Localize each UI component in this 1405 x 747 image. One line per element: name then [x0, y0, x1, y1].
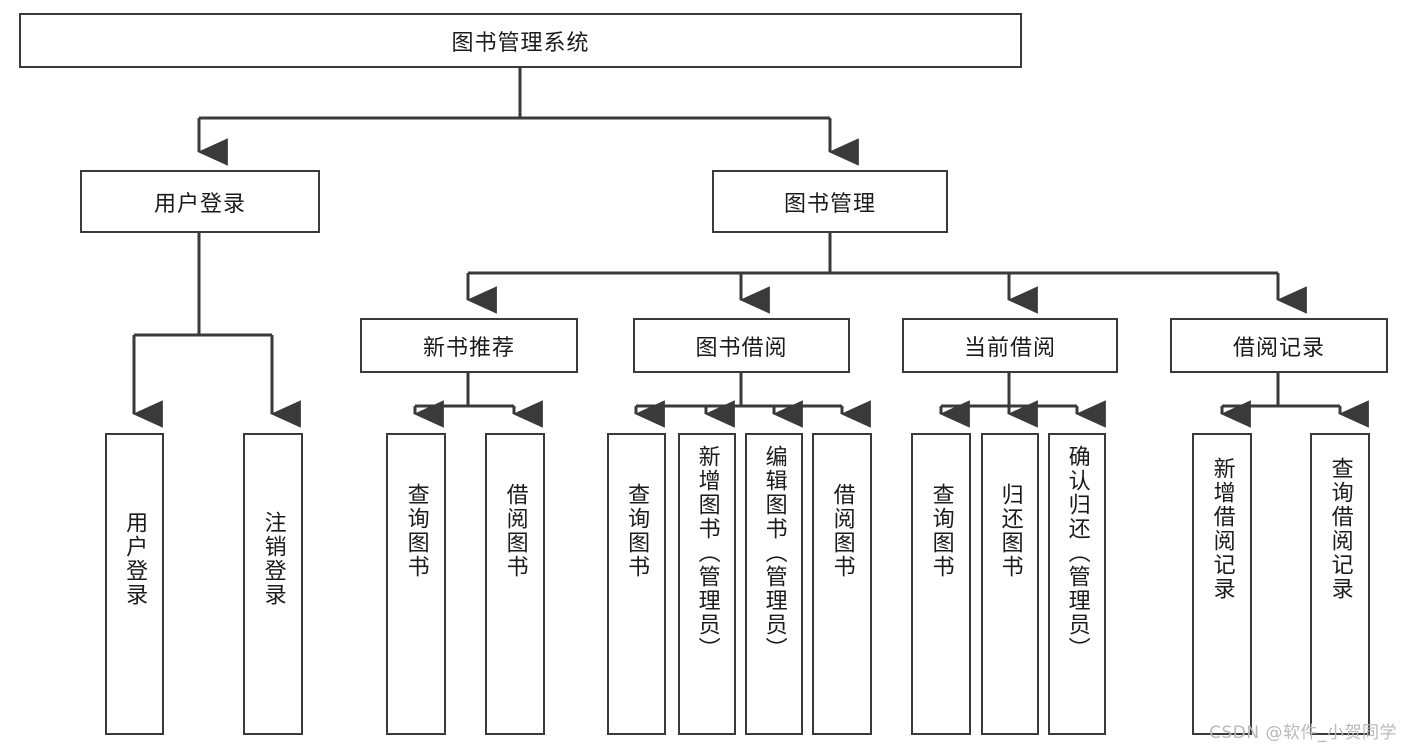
- leaf-current-borrow-return[interactable]: 归还图书: [981, 433, 1039, 735]
- leaf-label: 借阅图书: [829, 483, 855, 579]
- leaf-book-borrow-query[interactable]: 查询图书: [607, 433, 666, 735]
- leaf-label: 借阅图书: [502, 483, 528, 579]
- leaf-user-login-signout[interactable]: 注销登录: [243, 433, 303, 735]
- leaf-label: 查询图书: [624, 483, 650, 579]
- leaf-borrow-record-add[interactable]: 新增借阅记录: [1192, 433, 1252, 735]
- node-book-borrow[interactable]: 图书借阅: [633, 318, 850, 373]
- leaf-label: 新增借阅记录: [1209, 457, 1235, 601]
- node-borrow-record[interactable]: 借阅记录: [1170, 318, 1388, 373]
- leaf-label: 注销登录: [260, 511, 286, 607]
- node-book-management[interactable]: 图书管理: [712, 170, 948, 233]
- leaf-book-borrow-edit[interactable]: 编辑图书（管理员）: [745, 433, 803, 735]
- node-user-login[interactable]: 用户登录: [80, 170, 320, 233]
- node-root-system[interactable]: 图书管理系统: [19, 13, 1022, 68]
- leaf-label: 查询图书: [403, 483, 429, 579]
- leaf-label: 查询图书: [928, 483, 954, 579]
- leaf-user-login-signin[interactable]: 用户登录: [105, 433, 164, 735]
- leaf-label: 归还图书: [997, 483, 1023, 579]
- leaf-new-book-query[interactable]: 查询图书: [386, 433, 446, 735]
- leaf-label: 新增图书（管理员）: [694, 445, 720, 661]
- leaf-borrow-record-query[interactable]: 查询借阅记录: [1310, 433, 1370, 735]
- leaf-label: 编辑图书（管理员）: [761, 445, 787, 661]
- leaf-new-book-borrow[interactable]: 借阅图书: [485, 433, 545, 735]
- node-new-book-recommend[interactable]: 新书推荐: [360, 318, 578, 373]
- leaf-book-borrow-borrow[interactable]: 借阅图书: [812, 433, 872, 735]
- leaf-label: 用户登录: [122, 511, 148, 607]
- leaf-current-borrow-query[interactable]: 查询图书: [911, 433, 971, 735]
- node-current-borrow[interactable]: 当前借阅: [902, 318, 1118, 373]
- leaf-label: 查询借阅记录: [1327, 457, 1353, 601]
- leaf-label: 确认归还（管理员）: [1064, 445, 1090, 661]
- leaf-book-borrow-add[interactable]: 新增图书（管理员）: [678, 433, 736, 735]
- leaf-current-borrow-confirm-return[interactable]: 确认归还（管理员）: [1048, 433, 1106, 735]
